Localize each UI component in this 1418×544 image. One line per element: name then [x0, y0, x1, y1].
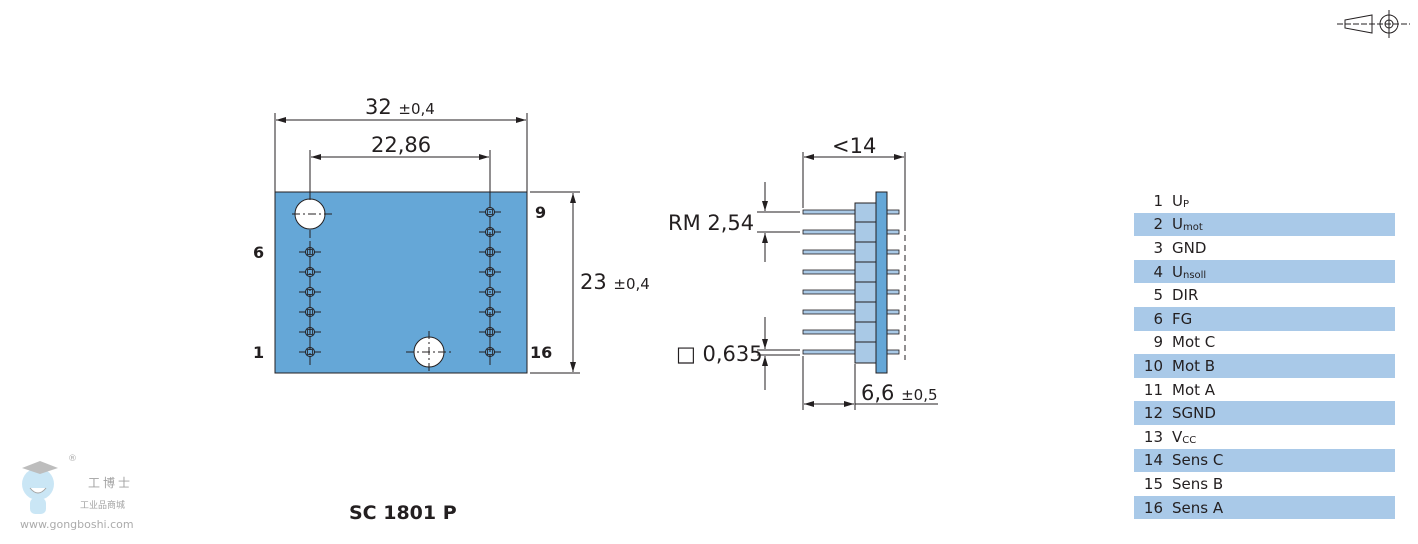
- pitch-rm-dimension: RM 2,54: [668, 211, 754, 235]
- side-view: <14 RM 2,54 □ 0,635 6,6 ±0,5: [668, 134, 938, 410]
- pin-size-dimension: □ 0,635: [676, 342, 763, 366]
- front-view: 32 ±0,4 22,86 23 ±0,4 6 1 9 16: [253, 95, 650, 374]
- pin-number: 13: [1143, 427, 1163, 446]
- pin-signal: Sens B: [1172, 474, 1224, 493]
- pin-number: 12: [1143, 404, 1163, 423]
- pin-number: 1: [1153, 191, 1163, 210]
- watermark-logo: 工博士 工业品商城 ® www.gongboshi.com: [8, 452, 153, 534]
- pin-table-row: 1 UP: [1134, 189, 1395, 213]
- pin-signal: GND: [1172, 238, 1207, 257]
- pin-number: 15: [1143, 474, 1163, 493]
- pin-signal: Mot A: [1172, 380, 1216, 399]
- pin-table-row: 10 Mot B: [1134, 354, 1395, 378]
- pin-table-row: 5 DIR: [1134, 283, 1395, 307]
- pin-number: 14: [1143, 451, 1163, 470]
- connector-housing: [854, 202, 877, 364]
- pin-label-6: 6: [253, 243, 264, 262]
- pin-signal: Umot: [1172, 215, 1203, 234]
- pin-signal: Sens C: [1172, 451, 1224, 470]
- pin-number: 16: [1143, 498, 1163, 517]
- pin-table-row: 14 Sens C: [1134, 448, 1395, 473]
- height-dimension: 23 ±0,4: [580, 270, 650, 294]
- pin-signal: SGND: [1172, 404, 1216, 423]
- pin-table-row: 16 Sens A: [1134, 495, 1395, 520]
- pin-signal: Mot C: [1172, 333, 1216, 352]
- pin-table-row: 12 SGND: [1134, 401, 1395, 425]
- product-title: SC 1801 P: [349, 502, 457, 524]
- projection-symbol-icon: [1337, 10, 1410, 38]
- pin-signal: Unsoll: [1172, 262, 1207, 281]
- pin-signal: Mot B: [1172, 356, 1216, 375]
- pin-signal: FG: [1172, 309, 1193, 328]
- pin-label-16: 16: [530, 343, 552, 362]
- pin-signal: VCC: [1172, 427, 1197, 446]
- pin-holes: [299, 200, 501, 365]
- width-dimension: 32 ±0,4: [365, 95, 435, 119]
- pin-signal: Sens A: [1172, 498, 1224, 517]
- pin-number: 5: [1153, 286, 1163, 305]
- pin-number: 11: [1143, 380, 1163, 399]
- board-edge: [875, 191, 888, 374]
- length-dimension: <14: [832, 134, 876, 158]
- mascot-icon: [22, 461, 58, 514]
- pin-table-row: 11 Mot A: [1134, 378, 1395, 402]
- pin-length-dimension: 6,6 ±0,5: [861, 381, 938, 405]
- pin-table-row: 4 Unsoll: [1134, 259, 1395, 284]
- pin-signal: DIR: [1172, 286, 1199, 305]
- pin-label-1: 1: [253, 343, 264, 362]
- pin-number: 4: [1153, 262, 1163, 281]
- pin-label-9: 9: [535, 203, 546, 222]
- pin-table-row: 13 VCC: [1134, 425, 1395, 449]
- pin-table-row: 6 FG: [1134, 306, 1395, 331]
- pin-number: 6: [1153, 309, 1163, 328]
- pin-number: 2: [1153, 215, 1163, 234]
- pin-table-row: 15 Sens B: [1134, 472, 1395, 496]
- pin-signal: UP: [1172, 191, 1190, 210]
- pin-table-row: 9 Mot C: [1134, 331, 1395, 355]
- pitch-dimension: 22,86: [371, 133, 431, 157]
- pin-number: 10: [1143, 356, 1163, 375]
- pin-table-row: 3 GND: [1134, 236, 1395, 260]
- pin-number: 9: [1153, 333, 1163, 352]
- pin-number: 3: [1153, 238, 1163, 257]
- pin-table-row: 2 Umot: [1134, 212, 1395, 237]
